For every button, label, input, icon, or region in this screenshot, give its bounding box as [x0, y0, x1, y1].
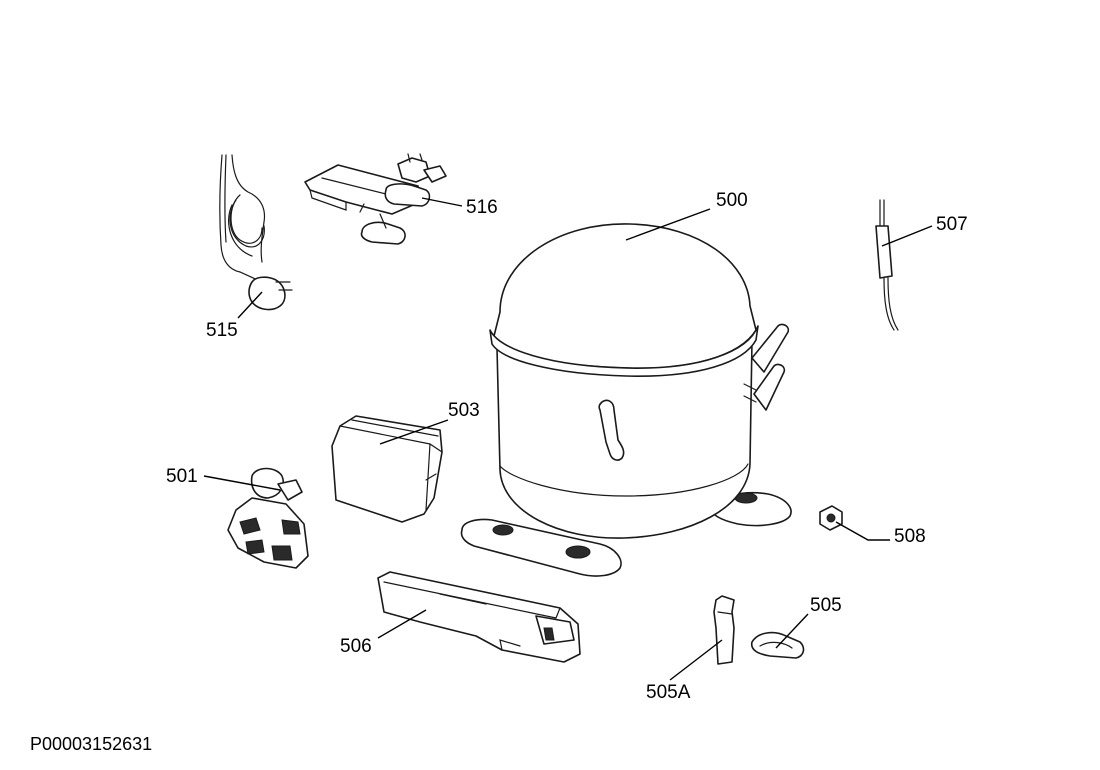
part-500-compressor: [460, 223, 792, 577]
part-503-cover: [331, 415, 443, 523]
leader-lines: [203, 197, 933, 681]
label-505A: 505A: [646, 682, 691, 703]
label-508: 508: [894, 526, 926, 547]
leader-515: [237, 291, 263, 319]
label-507: 507: [936, 214, 968, 235]
part-515-power-cord: [219, 154, 293, 311]
leader-507: [881, 225, 933, 247]
leader-503: [379, 419, 449, 445]
label-506: 506: [340, 636, 372, 657]
leader-500: [625, 208, 711, 241]
part-506-holder: [377, 571, 581, 663]
label-516: 516: [466, 197, 498, 218]
leader-505A: [669, 639, 723, 681]
part-505A-clip: [713, 595, 735, 665]
leader-501: [203, 475, 281, 491]
label-500: 500: [716, 190, 748, 211]
part-501-relay: [227, 467, 309, 569]
drawing-code: P00003152631: [30, 734, 152, 754]
leader-505: [775, 613, 809, 649]
label-501: 501: [166, 466, 198, 487]
part-507-filter-drier: [875, 199, 899, 331]
label-503: 503: [448, 400, 480, 421]
leader-508: [835, 521, 890, 541]
leader-506: [377, 609, 427, 639]
part-labels: 500 507 516 515 503 501 508 505 506 505A: [166, 190, 968, 703]
label-505: 505: [810, 595, 842, 616]
part-516-bracket: [304, 153, 447, 245]
part-508-nut: [819, 505, 843, 531]
label-515: 515: [206, 320, 238, 341]
leader-516: [421, 197, 463, 207]
